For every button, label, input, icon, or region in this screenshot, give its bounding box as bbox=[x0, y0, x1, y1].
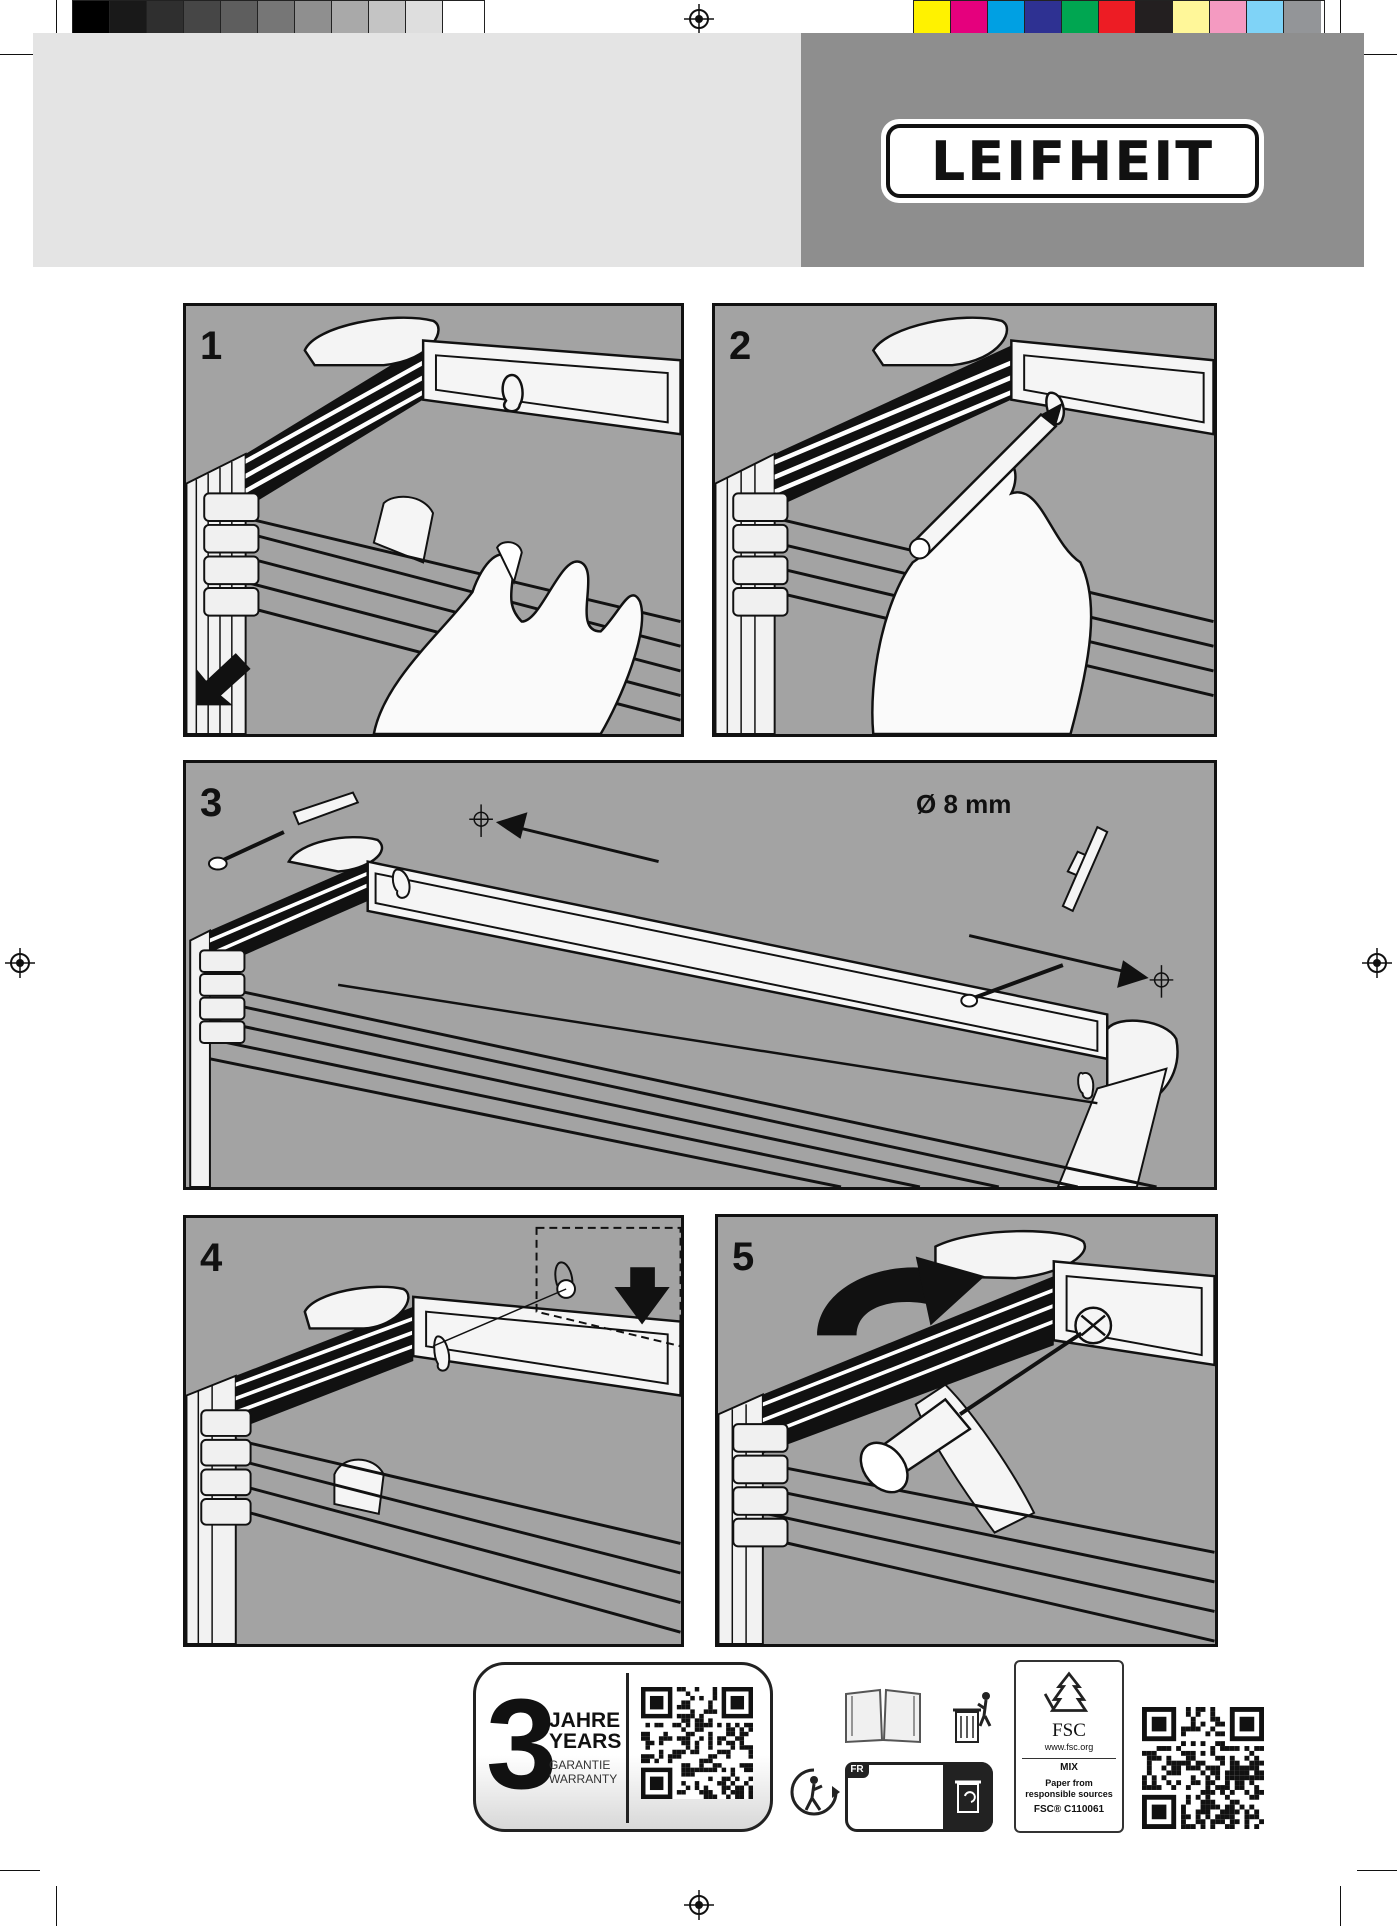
step-4-number: 4 bbox=[200, 1236, 222, 1281]
calibration-swatch bbox=[1025, 1, 1062, 37]
warranty-years: YEARS bbox=[549, 1731, 621, 1752]
step-3-panel: 3 Ø 8 mm bbox=[183, 760, 1217, 1190]
crop-mark bbox=[1357, 1870, 1397, 1871]
calibration-swatch bbox=[1284, 1, 1321, 37]
calibration-swatch bbox=[1210, 1, 1247, 37]
warranty-years-number: 3 bbox=[486, 1681, 557, 1809]
calibration-swatch bbox=[221, 1, 258, 37]
crop-mark bbox=[1340, 1886, 1341, 1926]
calibration-swatch bbox=[258, 1, 295, 37]
triman-recycling-icon bbox=[788, 1766, 840, 1820]
sorting-info-box: FR bbox=[845, 1762, 993, 1832]
calibration-swatch bbox=[184, 1, 221, 37]
calibration-swatch bbox=[1173, 1, 1210, 37]
calibration-swatch bbox=[1099, 1, 1136, 37]
calibration-swatch bbox=[914, 1, 951, 37]
calibration-swatch bbox=[1136, 1, 1173, 37]
warranty-divider bbox=[626, 1673, 629, 1823]
registration-mark-right bbox=[1362, 948, 1392, 978]
calibration-swatch bbox=[73, 1, 110, 37]
calibration-swatch bbox=[147, 1, 184, 37]
calibration-swatch bbox=[332, 1, 369, 37]
country-badge: FR bbox=[845, 1762, 869, 1778]
calibration-swatch bbox=[295, 1, 332, 37]
step-5-number: 5 bbox=[732, 1235, 754, 1280]
calibration-swatch bbox=[443, 1, 480, 37]
warranty-garantie: GARANTIE bbox=[549, 1759, 610, 1771]
step-4-illustration bbox=[186, 1218, 681, 1644]
registration-mark-top bbox=[684, 4, 714, 34]
step-1-illustration bbox=[186, 306, 681, 734]
step-5-panel: 5 bbox=[715, 1214, 1218, 1647]
registration-mark-left bbox=[5, 948, 35, 978]
fsc-mix: MIX bbox=[1016, 1762, 1122, 1773]
crop-mark bbox=[56, 1886, 57, 1926]
recycling-bin-icon bbox=[943, 1762, 993, 1832]
brand-logo: LEIFHEIT bbox=[881, 119, 1264, 203]
brand-logo-text: LEIFHEIT bbox=[886, 124, 1259, 198]
calibration-swatch bbox=[110, 1, 147, 37]
calibration-swatch bbox=[1247, 1, 1284, 37]
step-2-illustration bbox=[715, 306, 1214, 734]
step-4-panel: 4 bbox=[183, 1215, 684, 1647]
product-qr-code[interactable] bbox=[1142, 1707, 1264, 1829]
fsc-claim-line2: responsible sources bbox=[1016, 1789, 1122, 1799]
calibration-swatch bbox=[369, 1, 406, 37]
calibration-swatch bbox=[988, 1, 1025, 37]
fsc-claim-line1: Paper from bbox=[1016, 1778, 1122, 1788]
step-3-number: 3 bbox=[200, 781, 222, 826]
step-1-panel: 1 bbox=[183, 303, 684, 737]
drill-size-label: Ø 8 mm bbox=[916, 789, 1011, 820]
fsc-label: FSC www.fsc.org MIX Paper from responsib… bbox=[1014, 1660, 1124, 1833]
step-2-number: 2 bbox=[729, 324, 751, 369]
calibration-swatch bbox=[1062, 1, 1099, 37]
bin-disposal-icon bbox=[950, 1690, 996, 1746]
step-5-illustration bbox=[718, 1217, 1215, 1644]
calibration-swatch bbox=[406, 1, 443, 37]
fsc-tree-icon bbox=[1041, 1670, 1097, 1716]
step-3-illustration bbox=[186, 763, 1214, 1187]
crop-mark bbox=[0, 1870, 40, 1871]
header-left-band bbox=[33, 33, 801, 267]
warranty-qr-code[interactable] bbox=[641, 1687, 753, 1799]
fsc-url: www.fsc.org bbox=[1016, 1742, 1122, 1752]
fsc-name: FSC bbox=[1016, 1721, 1122, 1740]
calibration-swatch bbox=[951, 1, 988, 37]
step-1-number: 1 bbox=[200, 324, 222, 369]
registration-mark-bottom bbox=[684, 1890, 714, 1920]
read-manual-icon bbox=[842, 1686, 924, 1746]
fsc-license: FSC® C110061 bbox=[1016, 1804, 1122, 1815]
step-2-panel: 2 bbox=[712, 303, 1217, 737]
warranty-jahre: JAHRE bbox=[549, 1710, 620, 1731]
warranty-warranty: WARRANTY bbox=[549, 1773, 617, 1785]
warranty-badge: 3 JAHRE YEARS GARANTIE WARRANTY bbox=[473, 1662, 773, 1832]
